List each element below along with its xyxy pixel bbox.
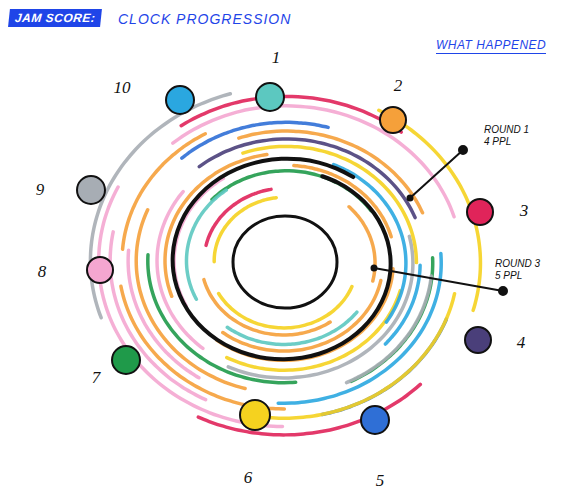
player-dot xyxy=(465,327,491,353)
clock-number: 8 xyxy=(38,262,47,282)
spiral-arc xyxy=(227,291,400,370)
round-ring xyxy=(173,159,391,360)
spiral-arc xyxy=(227,312,357,344)
spiral-arc xyxy=(121,286,284,409)
spiral-arc xyxy=(244,294,454,419)
spiral-arc xyxy=(90,94,230,318)
leader-dot xyxy=(459,146,467,154)
clock-number: 10 xyxy=(114,78,131,98)
player-dot xyxy=(361,406,389,434)
clock-number: 5 xyxy=(376,471,385,491)
spiral-arc xyxy=(181,96,401,132)
player-dot xyxy=(467,199,493,225)
spiral-arc xyxy=(239,131,423,213)
spiral-arc xyxy=(157,192,203,349)
clock-number: 9 xyxy=(36,180,45,200)
title-band: JAM SCORE: xyxy=(8,9,102,27)
player-dot xyxy=(380,107,406,133)
clock-number: 6 xyxy=(244,468,253,488)
title: CLOCK PROGRESSION xyxy=(118,11,291,27)
clock-number: 3 xyxy=(520,201,529,221)
spiral-arc xyxy=(182,122,328,158)
spiral-arc xyxy=(199,139,415,218)
player-dot xyxy=(77,176,105,204)
leader-dot xyxy=(372,266,377,271)
center-blob xyxy=(233,216,337,308)
leader-line xyxy=(410,150,463,198)
title-tag: JAM SCORE: xyxy=(14,11,96,25)
spiral-arcs xyxy=(90,94,480,435)
player-dot xyxy=(87,257,113,283)
player-dot xyxy=(240,400,270,430)
leader-line xyxy=(374,268,503,291)
clock-number: 4 xyxy=(517,333,526,353)
leader-dot xyxy=(408,196,413,201)
callout-note: ROUND 3 5 PPL xyxy=(494,257,546,283)
player-dot xyxy=(112,346,140,374)
clock-number: 1 xyxy=(272,48,281,68)
clock-number: 7 xyxy=(92,368,101,388)
player-dots xyxy=(77,83,493,434)
callout-note: ROUND 1 4 PPL xyxy=(483,123,535,149)
spiral-arc xyxy=(379,110,481,310)
clock-number: 2 xyxy=(394,76,403,96)
spiral-arc xyxy=(212,171,371,211)
player-dot xyxy=(256,83,284,111)
spiral-arc xyxy=(322,319,446,414)
leader-lines xyxy=(372,146,508,295)
leader-dot xyxy=(499,287,507,295)
section-heading: WHAT HAPPENED xyxy=(436,38,546,54)
player-dot xyxy=(166,86,194,114)
spiral-arc xyxy=(198,384,420,434)
